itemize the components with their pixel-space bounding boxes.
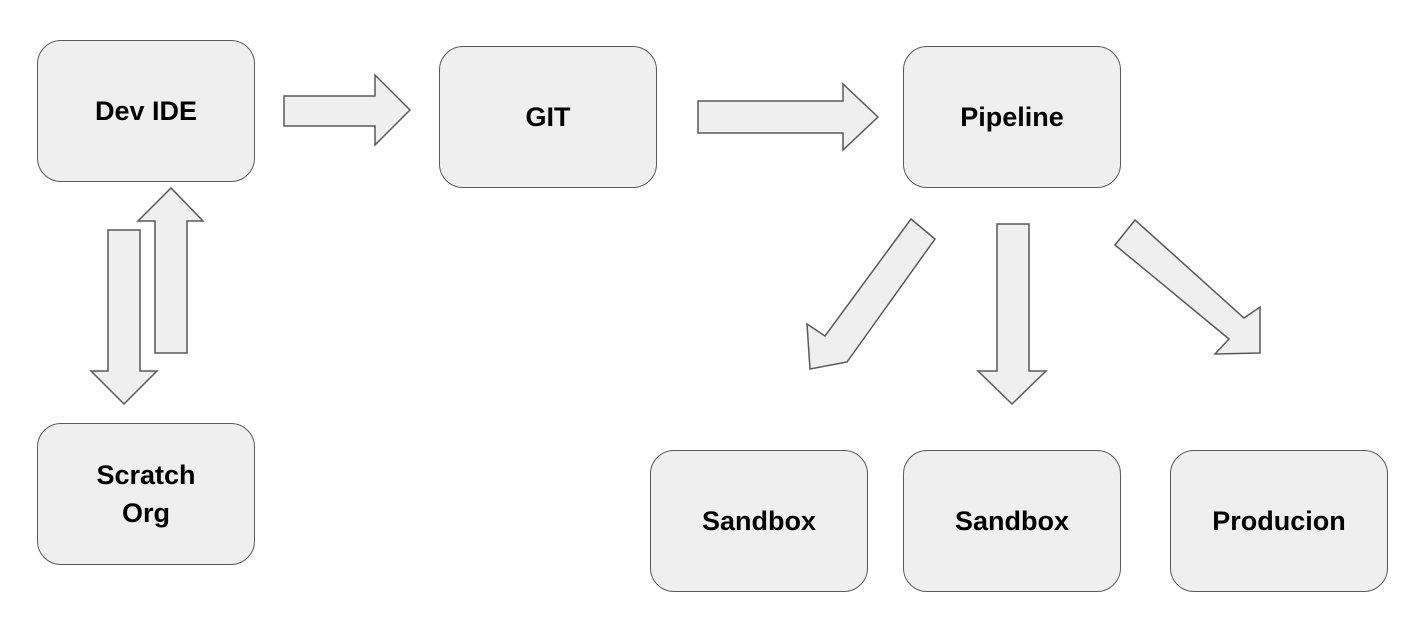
node-label-dev-ide: Dev IDE bbox=[94, 96, 198, 126]
arrow-dev-ide-to-scratch-org bbox=[89, 229, 159, 406]
node-label-sandbox-1: Sandbox bbox=[701, 506, 816, 536]
node-scratch-org: Scratch Org bbox=[37, 423, 255, 565]
arrow-git-to-pipeline bbox=[697, 82, 880, 152]
arrow-pipeline-to-sandbox-1 bbox=[806, 217, 937, 370]
arrow-scratch-org-to-dev-ide bbox=[136, 186, 205, 354]
node-sandbox-1: Sandbox bbox=[650, 450, 868, 592]
arrow-pipeline-to-sandbox-2 bbox=[976, 223, 1048, 406]
node-production: Producion bbox=[1170, 450, 1388, 592]
node-label-scratch-org: Scratch Org bbox=[96, 460, 196, 528]
node-dev-ide: Dev IDE bbox=[37, 40, 255, 182]
node-label-production: Producion bbox=[1212, 506, 1346, 536]
node-label-git: GIT bbox=[525, 102, 571, 132]
node-git: GIT bbox=[439, 46, 657, 188]
node-pipeline: Pipeline bbox=[903, 46, 1121, 188]
node-label-sandbox-2: Sandbox bbox=[954, 506, 1069, 536]
node-label-pipeline: Pipeline bbox=[960, 102, 1064, 132]
node-sandbox-2: Sandbox bbox=[903, 450, 1121, 592]
arrow-pipeline-to-production bbox=[1113, 218, 1261, 355]
arrow-dev-ide-to-git bbox=[283, 73, 412, 147]
